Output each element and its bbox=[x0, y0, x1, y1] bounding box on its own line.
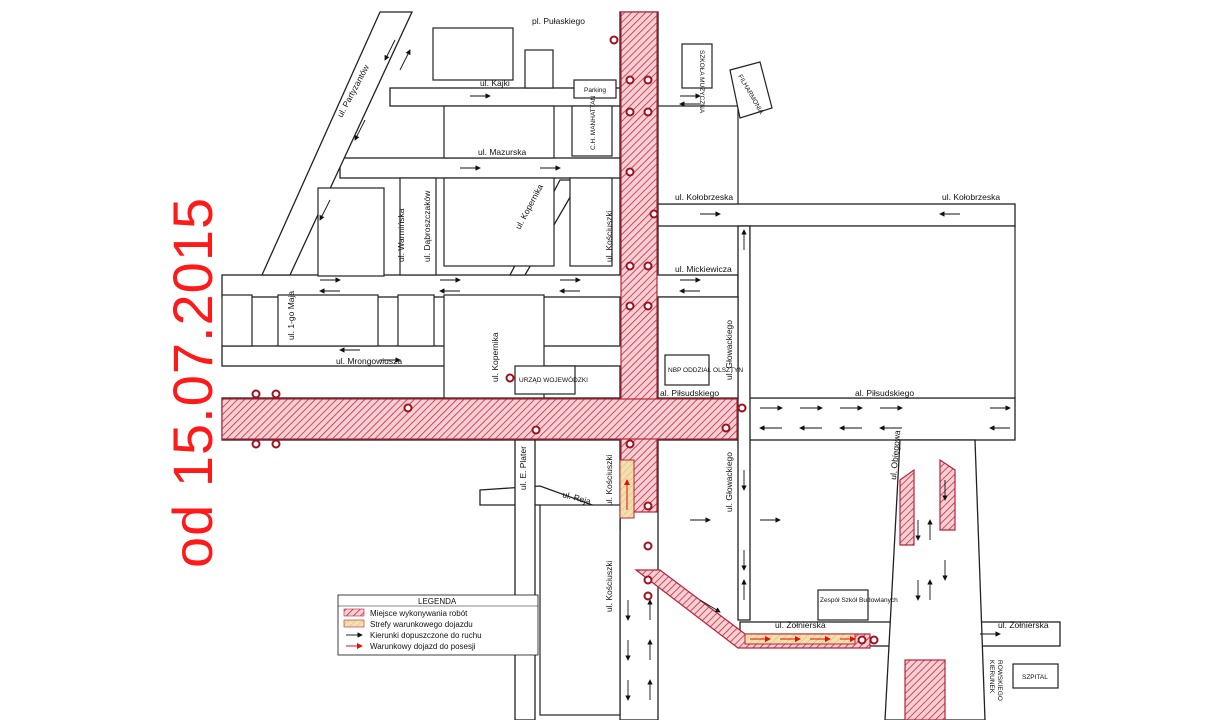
legend-title: LEGENDA bbox=[418, 597, 457, 606]
roadwork-signs bbox=[251, 35, 879, 645]
work-zone-obiegowa-right bbox=[939, 458, 956, 531]
road-kolobrzeska bbox=[657, 203, 1016, 227]
buildings: Parking C.H. MANHATTAN SZKOŁA MUZYCZNA F… bbox=[514, 43, 1059, 701]
street-label-plater: ul. E. Plater bbox=[518, 446, 528, 490]
street-label-pulaskiego: pl. Pułaskiego bbox=[532, 16, 585, 26]
legend-item-cond: Strefy warunkowego dojazdu bbox=[370, 620, 473, 629]
building-urzad: URZĄD WOJEWÓDZKI bbox=[519, 375, 588, 384]
road-partyzantow bbox=[260, 11, 414, 276]
work-zone-obiegowa-left bbox=[899, 468, 915, 546]
street-label-mickiewicza: ul. Mickiewicza bbox=[675, 264, 732, 274]
street-label-zolnierska-1: ul. Żołnierska bbox=[775, 620, 826, 630]
traffic-arrows bbox=[319, 39, 1011, 701]
street-label-maja: ul. 1-go Maja bbox=[286, 291, 296, 340]
street-label-glowackiego-2: ul. Głowackiego bbox=[724, 452, 734, 512]
legend: LEGENDA Miejsce wykonywania robót Strefy… bbox=[337, 594, 539, 656]
street-label-kajki: ul. Kajki bbox=[480, 78, 510, 88]
road-mickiewicza bbox=[221, 274, 739, 298]
street-label-kopernika-2: ul. Kopernika bbox=[490, 332, 500, 382]
work-zones bbox=[221, 11, 956, 720]
legend-item-work: Miejsce wykonywania robót bbox=[370, 609, 468, 618]
building-nbp: NBP ODDZIAŁ OLSZTYN bbox=[668, 367, 743, 374]
label-kierunek: KIERUNEK bbox=[988, 660, 995, 694]
street-label-zolnierska-2: ul. Żołnierska bbox=[998, 620, 1049, 630]
street-label-mazurska: ul. Mazurska bbox=[478, 147, 526, 157]
legend-item-arrow: Kierunki dopuszczone do ruchu bbox=[370, 631, 482, 640]
conditional-arrows bbox=[624, 479, 856, 642]
street-label-glowackiego-1: ul. Głowackiego bbox=[724, 320, 734, 380]
legend-swatch-cond bbox=[343, 619, 365, 628]
building-manhattan: C.H. MANHATTAN bbox=[590, 95, 597, 150]
date-label: od 15.07.2015 bbox=[161, 197, 224, 568]
building-zespol: Zespół Szkół Budowlanych bbox=[820, 597, 898, 604]
street-label-pilsudskiego-2: al. Piłsudskiego bbox=[855, 388, 914, 398]
street-label-dabroszczakow: ul. Dąbroszczaków bbox=[422, 190, 432, 262]
street-label-mrongowiusza: ul. Mrongowiusza bbox=[336, 356, 402, 366]
building-parking: Parking bbox=[584, 87, 606, 94]
road-glowackiego bbox=[737, 225, 751, 621]
street-label-pilsudskiego-1: al. Piłsudskiego bbox=[660, 388, 719, 398]
street-label-kosciuszki-1: ul. Kościuszki bbox=[604, 210, 614, 262]
legend-box bbox=[337, 594, 539, 656]
street-label-kolobrzeska-1: ul. Kołobrzeska bbox=[675, 192, 733, 202]
building-szkola: SZKOŁA MUZYCZNA bbox=[698, 50, 705, 114]
legend-item-rarrow: Warunkowy dojazd do posesji bbox=[370, 642, 476, 651]
street-label-obiegowa: ul. Obiegowa bbox=[888, 430, 902, 481]
building-szpital: SZPITAL bbox=[1022, 674, 1048, 681]
road-mrongowiusza bbox=[221, 345, 641, 367]
street-label-kosciuszki-3: ul. Kościuszki bbox=[604, 560, 614, 612]
street-label-kolobrzeska-2: ul. Kołobrzeska bbox=[942, 192, 1000, 202]
legend-swatch-work bbox=[343, 608, 365, 617]
street-label-warminska: ul. Warmińska bbox=[396, 208, 406, 262]
street-label-kosciuszki-2: ul. Kościuszki bbox=[604, 454, 614, 506]
work-zone-pilsudskiego bbox=[221, 398, 738, 440]
city-blocks bbox=[221, 27, 1016, 716]
label-kierunek-2: ROWSKIEGO bbox=[996, 660, 1003, 701]
work-zone-obiegowa-south bbox=[904, 659, 946, 720]
